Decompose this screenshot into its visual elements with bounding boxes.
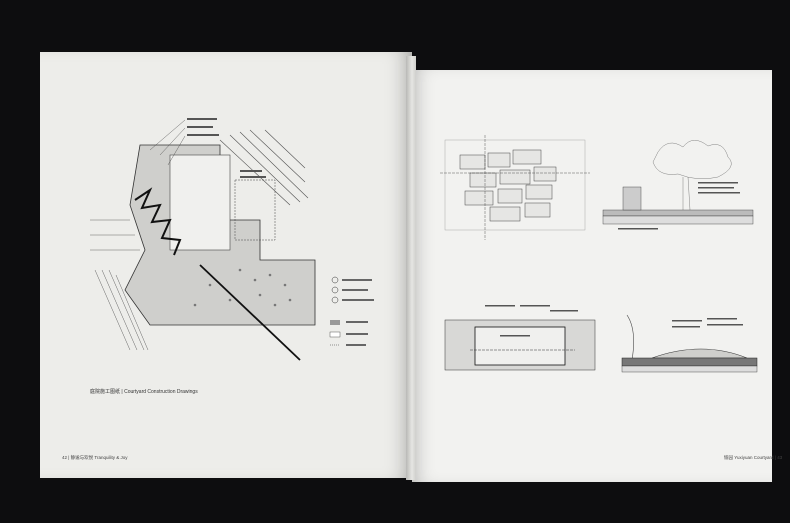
right-page-footer: 愉园 Yuxiyuan Courtyard | 43 [724,455,783,460]
detail-drawing-section-pool [444,305,596,371]
detail-drawing-section-tree [602,140,754,230]
left-page-caption: 庭院施工图纸 | Courtyard Construction Drawings [90,389,198,395]
detail-drawing-section-bench [621,314,758,373]
left-page-footer: 42 | 静谧与欢悦 Tranquility & Joy [62,455,128,460]
detail-drawing-plan [440,135,590,240]
site-plan-drawing [90,118,374,361]
right-page [412,70,772,482]
book-spine [406,56,416,480]
